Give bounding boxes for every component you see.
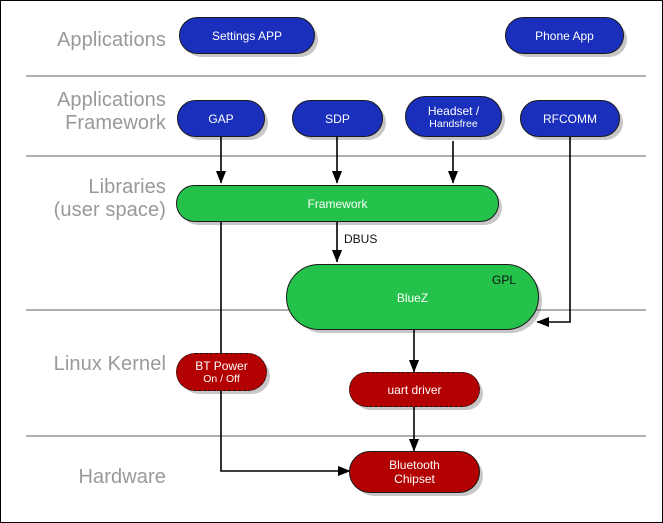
edge-framework-to-chipset — [220, 222, 351, 477]
node-framework[interactable]: Framework — [176, 185, 499, 222]
node-bluetooth-chipset[interactable]: Bluetooth Chipset — [349, 451, 480, 493]
node-bt-power-label: BT Power — [195, 359, 248, 373]
node-gap-label: GAP — [208, 111, 234, 126]
node-settings-app[interactable]: Settings APP — [179, 17, 315, 54]
node-bluetooth-chipset-sublabel: Chipset — [394, 472, 435, 486]
node-phone-app-label: Phone App — [535, 28, 594, 43]
node-uart-driver-label: uart driver — [387, 382, 442, 397]
node-phone-app[interactable]: Phone App — [505, 17, 624, 54]
node-settings-app-label: Settings APP — [211, 28, 283, 43]
node-headset-handsfree[interactable]: Headset / Handsfree — [405, 96, 502, 137]
node-headset-handsfree-sublabel: Handsfree — [429, 117, 478, 130]
band-label-applications: Applications — [56, 29, 166, 51]
node-bluez[interactable]: GPL BlueZ — [286, 264, 539, 330]
node-bt-power-sublabel: On / Off — [203, 373, 240, 385]
band-label-linux-kernel: Linux Kernel — [53, 353, 166, 375]
node-rfcomm-label: RFCOMM — [543, 111, 597, 126]
edge-label-dbus: DBUS — [344, 232, 378, 246]
edge-rfcomm-to-bluez — [536, 137, 571, 328]
node-headset-handsfree-label: Headset / — [427, 103, 480, 118]
node-bluetooth-chipset-label: Bluetooth — [389, 458, 440, 472]
node-bt-power[interactable]: BT Power On / Off — [176, 353, 267, 391]
node-rfcomm[interactable]: RFCOMM — [520, 100, 620, 137]
node-bluez-license-tag: GPL — [491, 273, 516, 287]
node-bluez-label: BlueZ — [396, 291, 429, 305]
band-label-libraries: Libraries (user space) — [53, 176, 166, 221]
node-gap[interactable]: GAP — [177, 100, 265, 137]
node-uart-driver[interactable]: uart driver — [349, 372, 480, 407]
node-framework-label: Framework — [307, 196, 368, 211]
band-label-hardware: Hardware — [78, 466, 166, 488]
node-sdp-label: SDP — [325, 111, 350, 126]
node-sdp[interactable]: SDP — [292, 100, 383, 137]
band-label-applications-framework: Applications Framework — [56, 89, 166, 134]
